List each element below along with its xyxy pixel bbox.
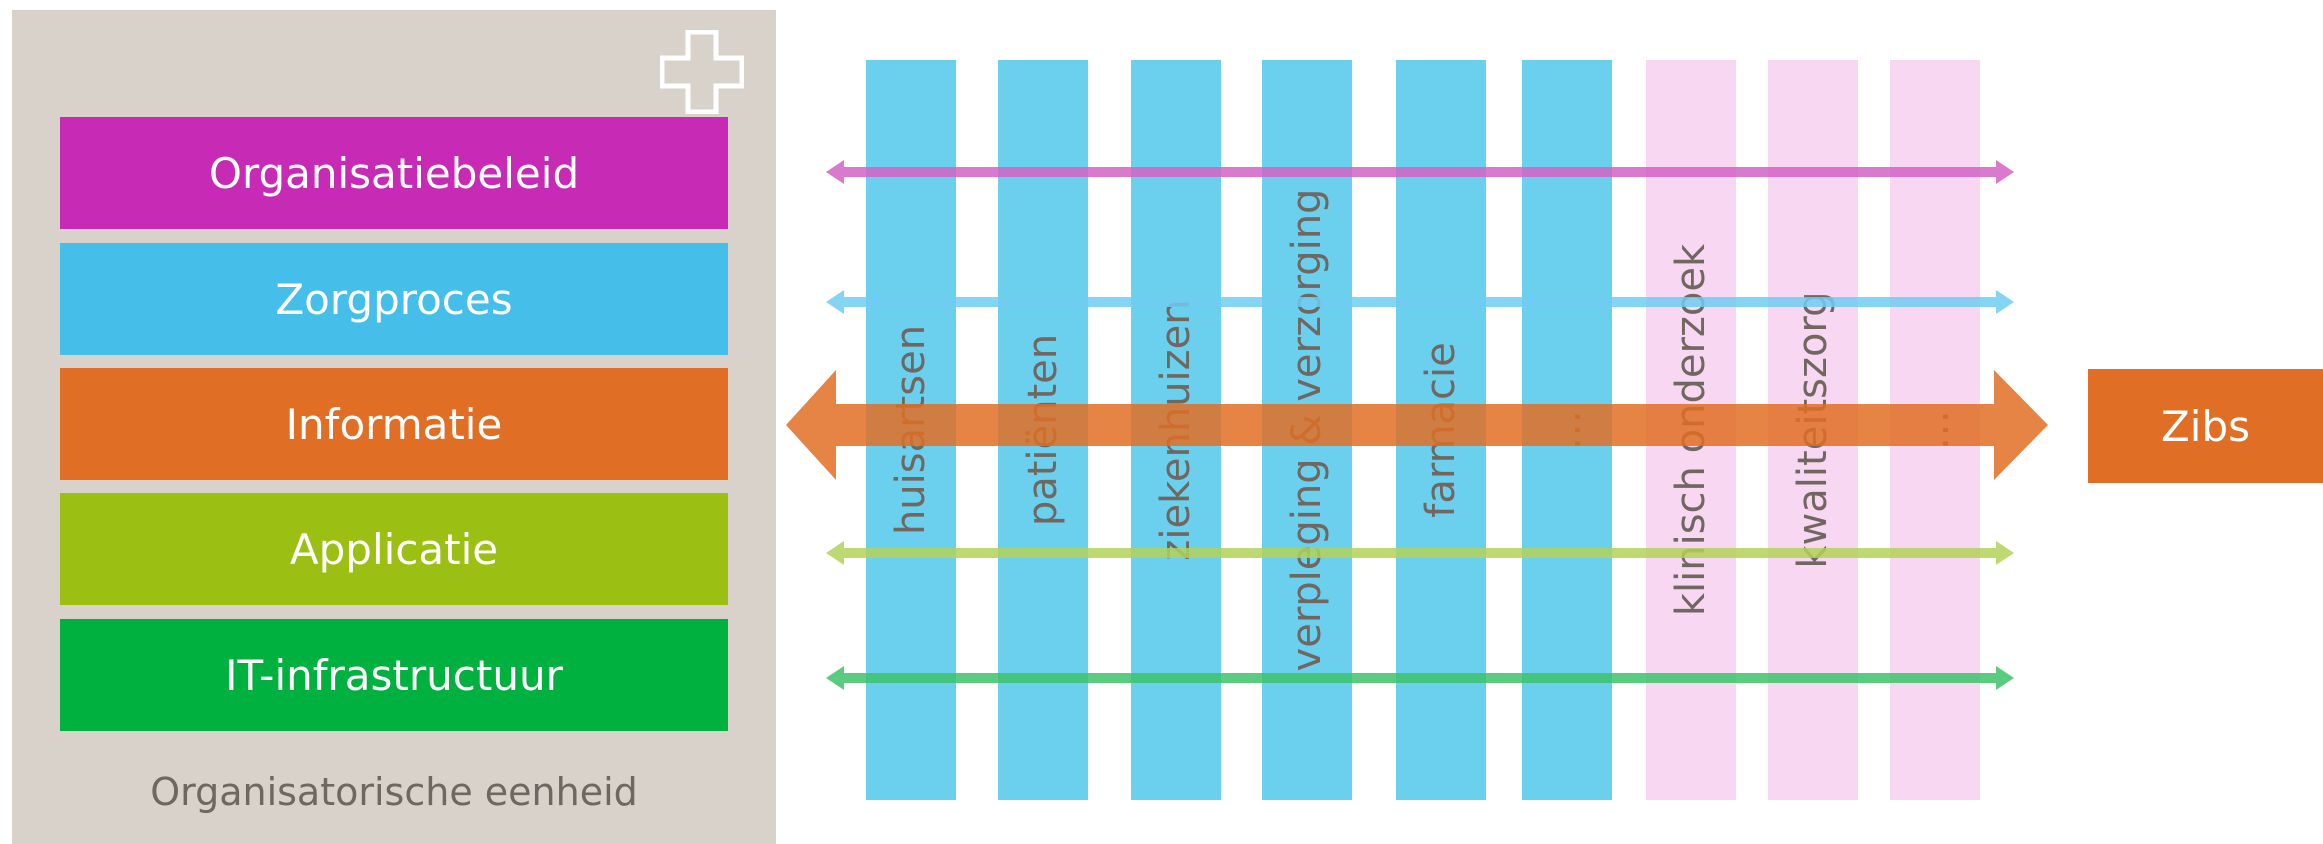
layer-zorgproces: Zorgproces — [60, 243, 728, 355]
layer-label: Informatie — [285, 399, 503, 449]
arrowhead-left-organisatiebeleid — [826, 160, 844, 184]
arrowhead-left-applicatie — [826, 541, 844, 565]
arrowhead-left-it-infrastructuur — [826, 666, 844, 690]
plus-cross-icon — [660, 30, 744, 114]
layer-organisatiebeleid: Organisatiebeleid — [60, 117, 728, 229]
arrowhead-right-organisatiebeleid — [1996, 160, 2014, 184]
arrow-informatie — [786, 370, 2048, 480]
organizational-unit-panel: Organisatiebeleid Zorgproces Informatie … — [12, 10, 776, 844]
layer-applicatie: Applicatie — [60, 493, 728, 605]
layer-label: Organisatiebeleid — [208, 148, 580, 198]
layer-informatie: Informatie — [60, 368, 728, 480]
zibs-box: Zibs — [2088, 369, 2323, 483]
arrowhead-right-zorgproces — [1996, 290, 2014, 314]
layer-label: Zorgproces — [275, 274, 513, 324]
layer-label: IT-infrastructuur — [225, 650, 563, 700]
arrowhead-right-it-infrastructuur — [1996, 666, 2014, 690]
arrowhead-left-zorgproces — [826, 290, 844, 314]
zibs-label: Zibs — [2161, 401, 2250, 451]
layer-it-infrastructuur: IT-infrastructuur — [60, 619, 728, 731]
layer-label: Applicatie — [289, 524, 499, 574]
arrowhead-right-applicatie — [1996, 541, 2014, 565]
organizational-unit-label: Organisatorische eenheid — [150, 770, 638, 814]
